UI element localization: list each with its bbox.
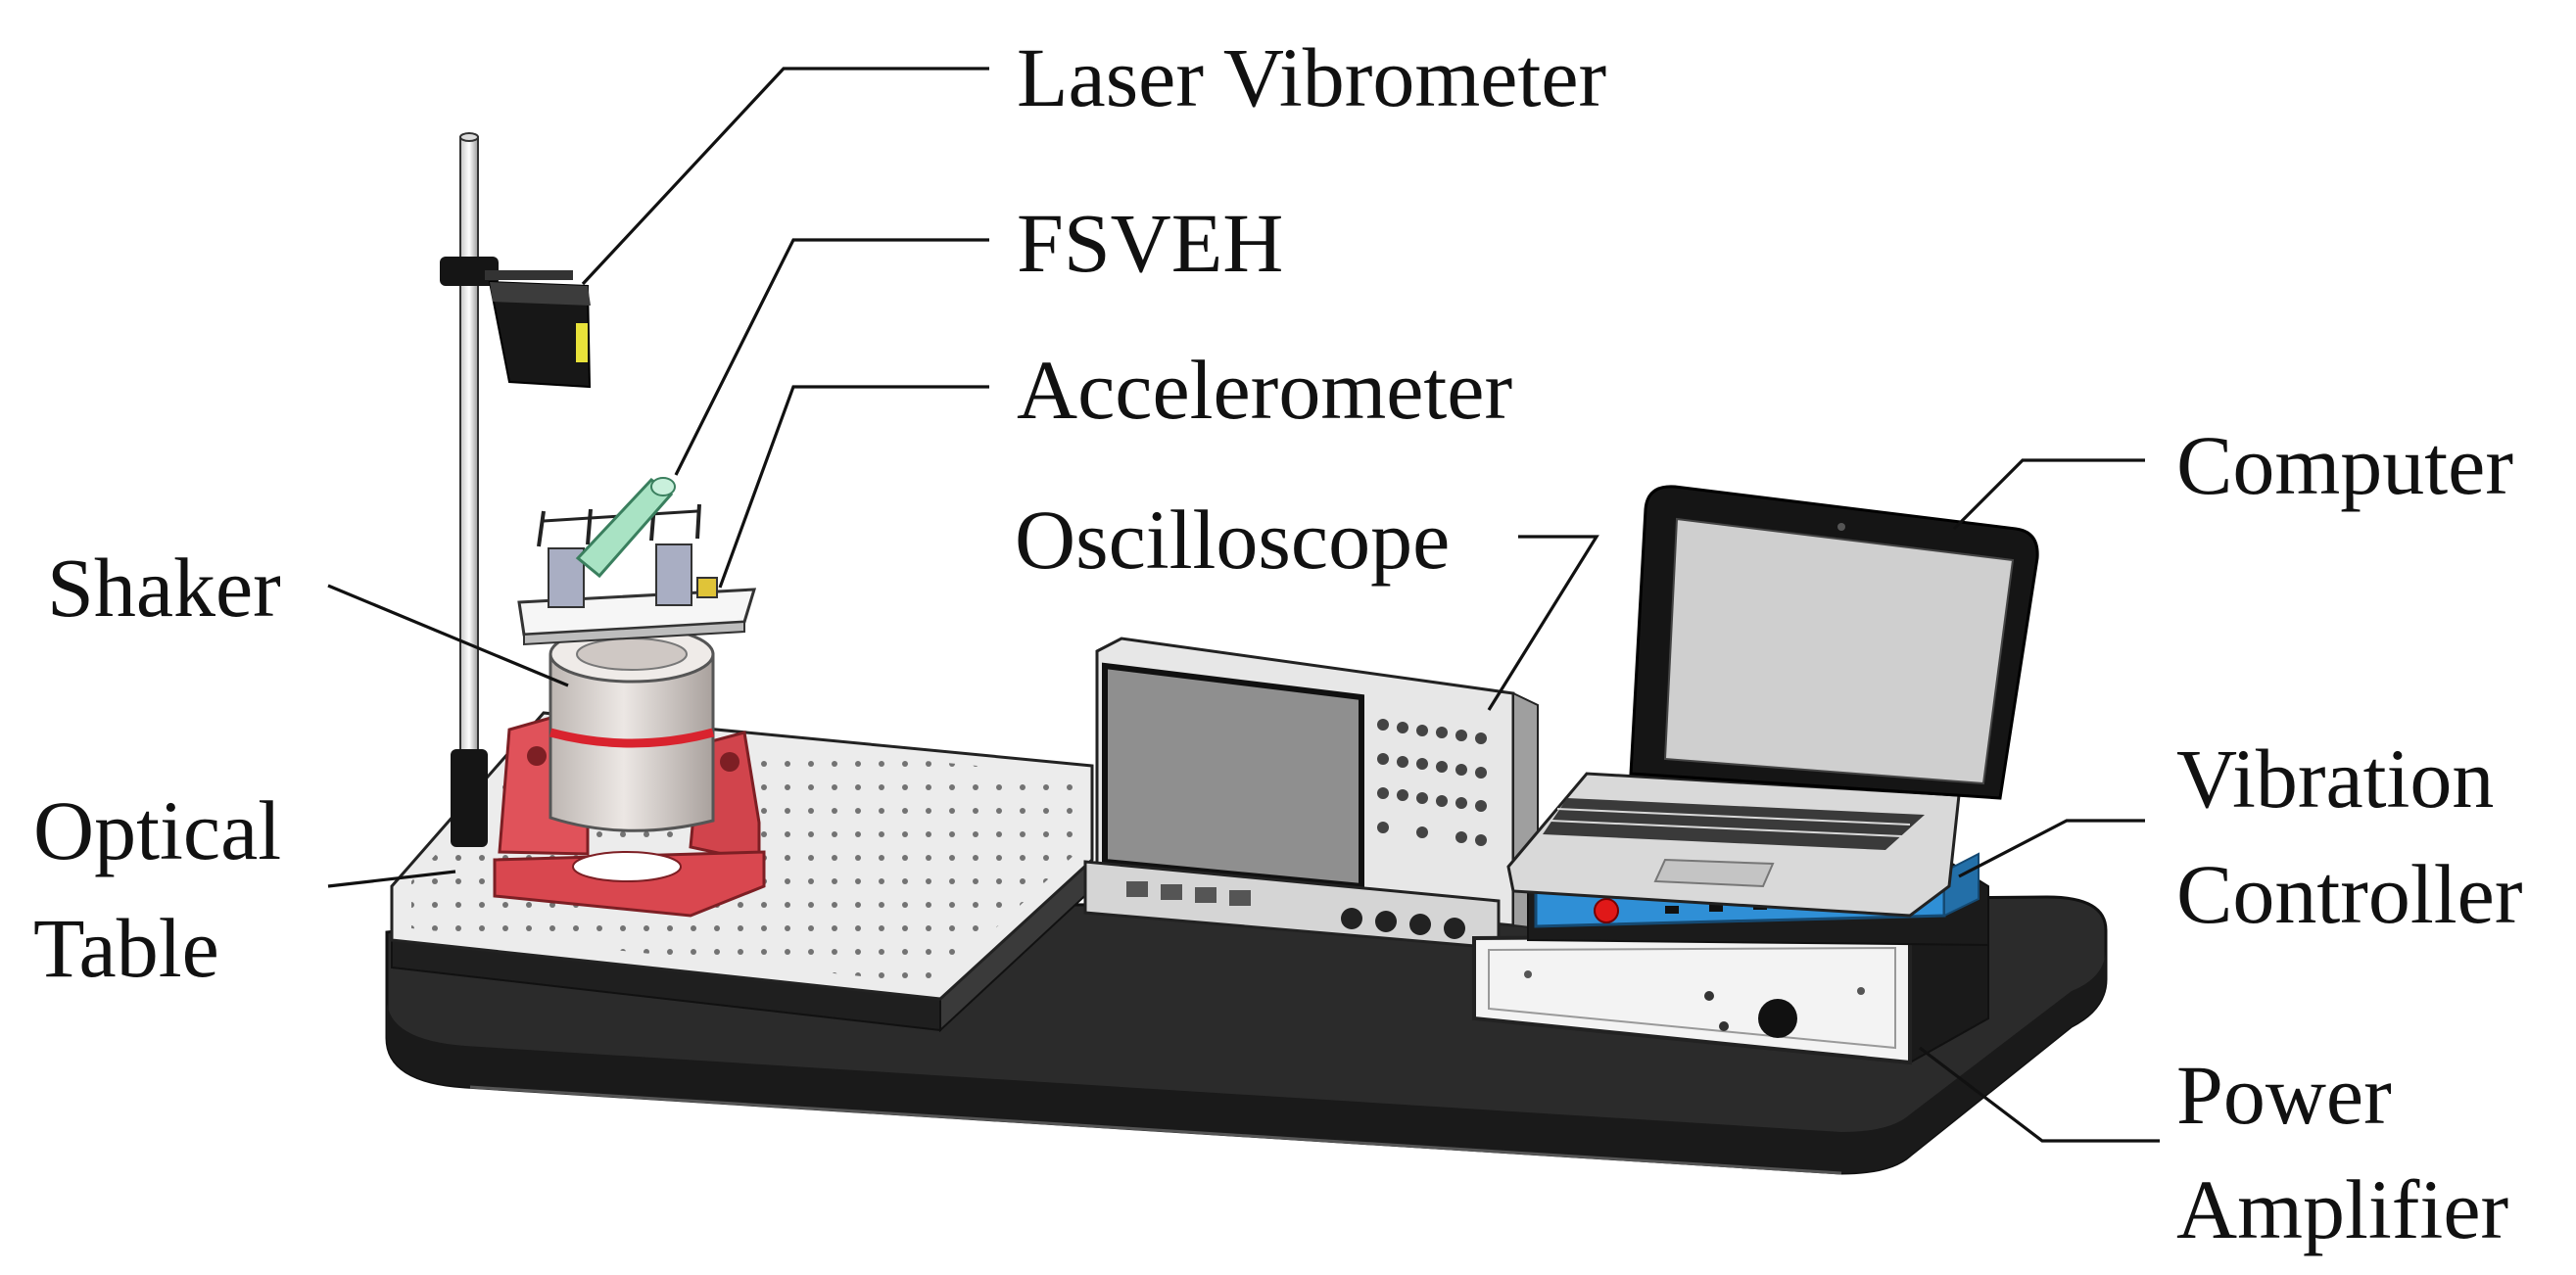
leader-power-amplifier <box>1919 1046 2160 1143</box>
fsveh-harvester <box>517 477 757 646</box>
label-optical-table-line2: Table <box>33 901 219 995</box>
laser-vibrometer-stand <box>440 132 573 847</box>
leader-optical-table <box>327 870 456 888</box>
leader-fsveh <box>674 238 989 476</box>
leader-laser-vibrometer <box>581 67 989 286</box>
label-fsveh: FSVEH <box>1017 196 1284 290</box>
label-accelerometer: Accelerometer <box>1017 343 1513 437</box>
shaker-body <box>549 625 715 832</box>
label-optical-table-line1: Optical <box>33 783 282 877</box>
label-power-amplifier-line2: Amplifier <box>2176 1162 2509 1256</box>
label-laser-vibrometer: Laser Vibrometer <box>1017 30 1607 124</box>
leader-accelerometer <box>718 385 989 589</box>
computer <box>1506 485 2039 918</box>
leader-lines <box>327 67 2160 1143</box>
label-shaker: Shaker <box>47 541 281 635</box>
leader-vibration-controller <box>1958 819 2145 878</box>
leader-oscilloscope <box>1487 535 1599 711</box>
laser-vibrometer <box>488 280 592 389</box>
leader-computer <box>1952 458 2145 531</box>
oscilloscope <box>1083 637 1539 950</box>
leader-shaker <box>327 584 569 687</box>
power-amplifier <box>1472 899 1989 1065</box>
label-vibration-controller-line1: Vibration <box>2176 732 2495 826</box>
label-vibration-controller-line2: Controller <box>2176 847 2523 941</box>
label-oscilloscope: Oscilloscope <box>1015 493 1451 587</box>
label-computer: Computer <box>2176 418 2513 512</box>
label-power-amplifier-line1: Power <box>2176 1048 2392 1142</box>
